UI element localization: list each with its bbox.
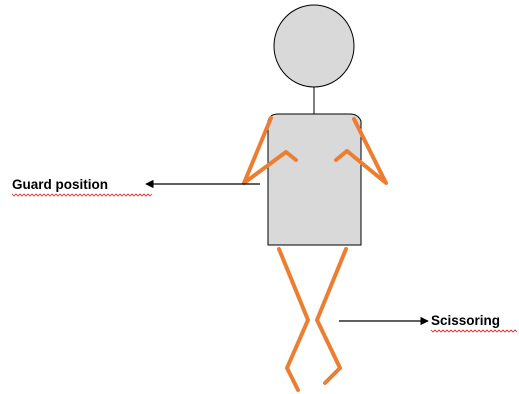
- right-arm: [334, 117, 388, 185]
- right-leg: [315, 247, 348, 385]
- left-leg: [277, 247, 310, 392]
- guard-position-label: Guard position: [12, 177, 108, 192]
- scissoring-spellcheck-underline: [430, 329, 518, 333]
- left-arm: [242, 116, 298, 185]
- guard-spellcheck-underline: [11, 193, 153, 197]
- torso: [267, 113, 362, 246]
- scissoring-label: Scissoring: [431, 313, 500, 328]
- head: [273, 4, 355, 88]
